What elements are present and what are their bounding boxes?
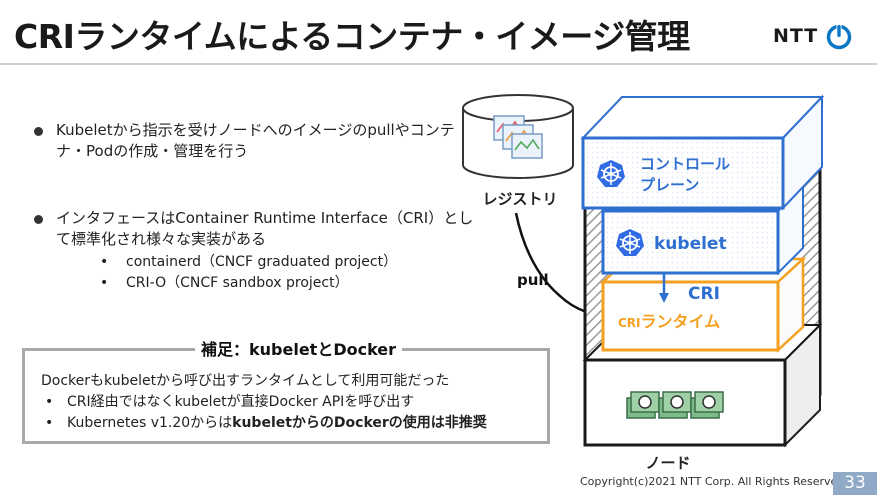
note-list: CRI経由ではなくkubeletが直接Docker APIを呼び出す Kuber… xyxy=(41,392,539,434)
page-number: 33 xyxy=(833,472,877,495)
kubernetes-icon xyxy=(597,160,625,187)
bullet-text: インタフェースはContainer Runtime Interface（CRI）… xyxy=(56,209,474,248)
bullet-list: Kubeletから指示を受けノードへのイメージのpullやコンテナ・Podの作成… xyxy=(34,120,474,294)
copyright-text: Copyright(c)2021 NTT Corp. All Rights Re… xyxy=(580,475,848,488)
logo-text: NTT xyxy=(773,25,819,47)
cri-runtime-suffix: ランタイム xyxy=(641,312,721,331)
kubelet-label: kubelet xyxy=(654,234,727,254)
image-icon xyxy=(493,115,543,159)
registry-cylinder xyxy=(462,94,574,179)
control-plane-label-line1: コントロール xyxy=(640,155,730,173)
ntt-power-icon xyxy=(827,23,852,50)
note-intro: Dockerもkubeletから呼び出すランタイムとして利用可能だった xyxy=(41,373,450,389)
note-item: Kubernetes v1.20からはkubeletからのDockerの使用は非… xyxy=(45,413,539,434)
note-item-bold: kubeletからのDockerの使用は非推奨 xyxy=(232,415,487,431)
note-item: CRI経由ではなくkubeletが直接Docker APIを呼び出す xyxy=(45,392,539,413)
control-plane-label-line2: プレーン xyxy=(640,176,699,194)
container-icon xyxy=(626,391,724,419)
slide-title: CRIランタイムによるコンテナ・イメージ管理 xyxy=(14,17,690,56)
note-title: 補足：kubeletとDocker xyxy=(195,336,403,360)
bullet-item: インタフェースはContainer Runtime Interface（CRI）… xyxy=(34,208,474,294)
pull-label: pull xyxy=(517,271,549,289)
control-plane-box xyxy=(580,94,825,211)
sub-item: CRI-O（CNCF sandbox project） xyxy=(100,273,474,294)
note-box: 補足：kubeletとDocker Dockerもkubeletから呼び出すラン… xyxy=(22,336,550,444)
kubernetes-icon xyxy=(616,229,644,256)
cri-label: CRI xyxy=(688,284,720,304)
ntt-logo: NTT xyxy=(773,22,853,50)
sub-list: containerd（CNCF graduated project） CRI-O… xyxy=(56,252,474,294)
node-label: ノード xyxy=(645,454,690,472)
title-divider xyxy=(0,63,877,65)
sub-item: containerd（CNCF graduated project） xyxy=(100,252,474,273)
note-body: Dockerもkubeletから呼び出すランタイムとして利用可能だった CRI経… xyxy=(41,371,539,434)
bullet-item: Kubeletから指示を受けノードへのイメージのpullやコンテナ・Podの作成… xyxy=(34,120,474,162)
cri-runtime-prefix: CRI xyxy=(618,316,641,330)
note-item-prefix: Kubernetes v1.20からは xyxy=(67,415,233,431)
cri-runtime-label: CRIランタイム xyxy=(618,312,720,331)
registry-label: レジストリ xyxy=(482,190,557,208)
